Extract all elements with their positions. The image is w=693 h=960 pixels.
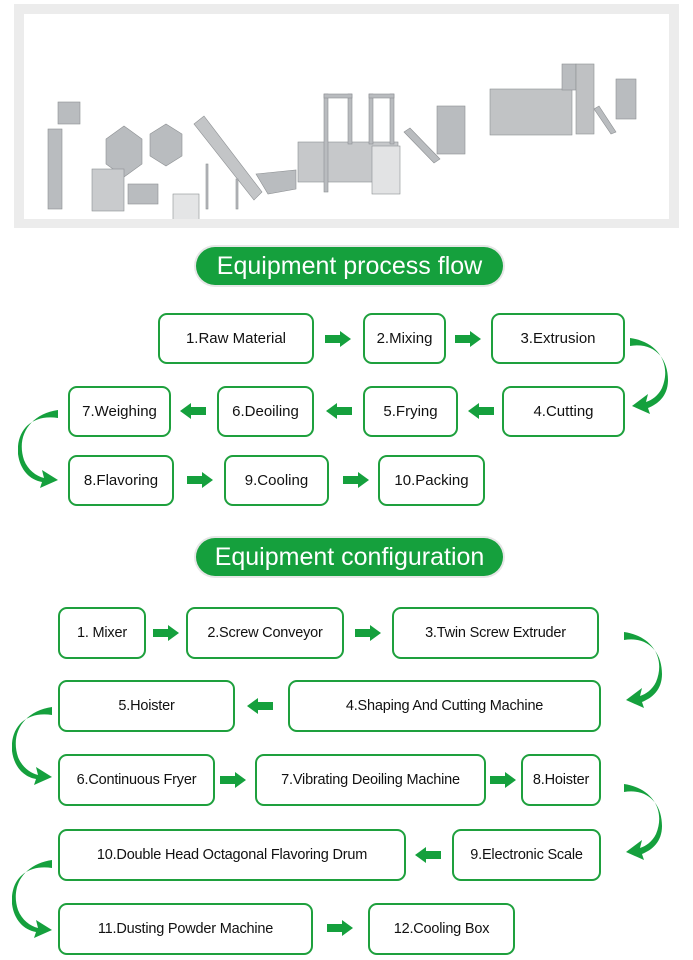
process-step-mixing: 2.Mixing [363,313,446,364]
config-step-hoister-1: 5.Hoister [58,680,235,732]
configuration-title: Equipment configuration [196,538,503,576]
curved-arrow-down-right-icon [630,338,668,414]
config-step-dusting-powder-machine: 11.Dusting Powder Machine [58,903,313,955]
config-step-shaping-cutting-machine: 4.Shaping And Cutting Machine [288,680,601,732]
process-step-frying: 5.Frying [363,386,458,437]
arrow-left-icon [247,698,273,714]
config-step-screw-conveyor: 2.Screw Conveyor [186,607,344,659]
config-step-flavoring-drum: 10.Double Head Octagonal Flavoring Drum [58,829,406,881]
config-step-vibrating-deoiling-machine: 7.Vibrating Deoiling Machine [255,754,486,806]
production-line-image [24,14,669,219]
process-step-packing: 10.Packing [378,455,485,506]
config-step-twin-screw-extruder: 3.Twin Screw Extruder [392,607,599,659]
arrow-left-icon [415,847,441,863]
process-flow-title: Equipment process flow [196,247,503,285]
process-step-weighing: 7.Weighing [68,386,171,437]
config-step-hoister-2: 8.Hoister [521,754,601,806]
config-step-continuous-fryer: 6.Continuous Fryer [58,754,215,806]
arrow-right-icon [455,331,481,347]
config-step-mixer: 1. Mixer [58,607,146,659]
arrow-right-icon [327,920,353,936]
curved-arrow-down-left-icon [18,410,58,488]
arrow-right-icon [355,625,381,641]
arrow-right-icon [343,472,369,488]
process-step-cutting: 4.Cutting [502,386,625,437]
arrow-left-icon [180,403,206,419]
process-step-flavoring: 8.Flavoring [68,455,174,506]
process-step-deoiling: 6.Deoiling [217,386,314,437]
arrow-right-icon [325,331,351,347]
curved-arrow-down-left-icon [12,860,52,938]
curved-arrow-down-right-icon [624,632,662,708]
arrow-right-icon [220,772,246,788]
process-step-extrusion: 3.Extrusion [491,313,625,364]
arrow-right-icon [153,625,179,641]
config-step-electronic-scale: 9.Electronic Scale [452,829,601,881]
arrow-left-icon [468,403,494,419]
arrow-right-icon [187,472,213,488]
arrow-left-icon [326,403,352,419]
curved-arrow-down-left-icon [12,707,52,785]
curved-arrow-down-right-icon [624,784,662,860]
arrow-right-icon [490,772,516,788]
hero-image-frame [14,4,679,228]
process-step-cooling: 9.Cooling [224,455,329,506]
process-step-raw-material: 1.Raw Material [158,313,314,364]
config-step-cooling-box: 12.Cooling Box [368,903,515,955]
